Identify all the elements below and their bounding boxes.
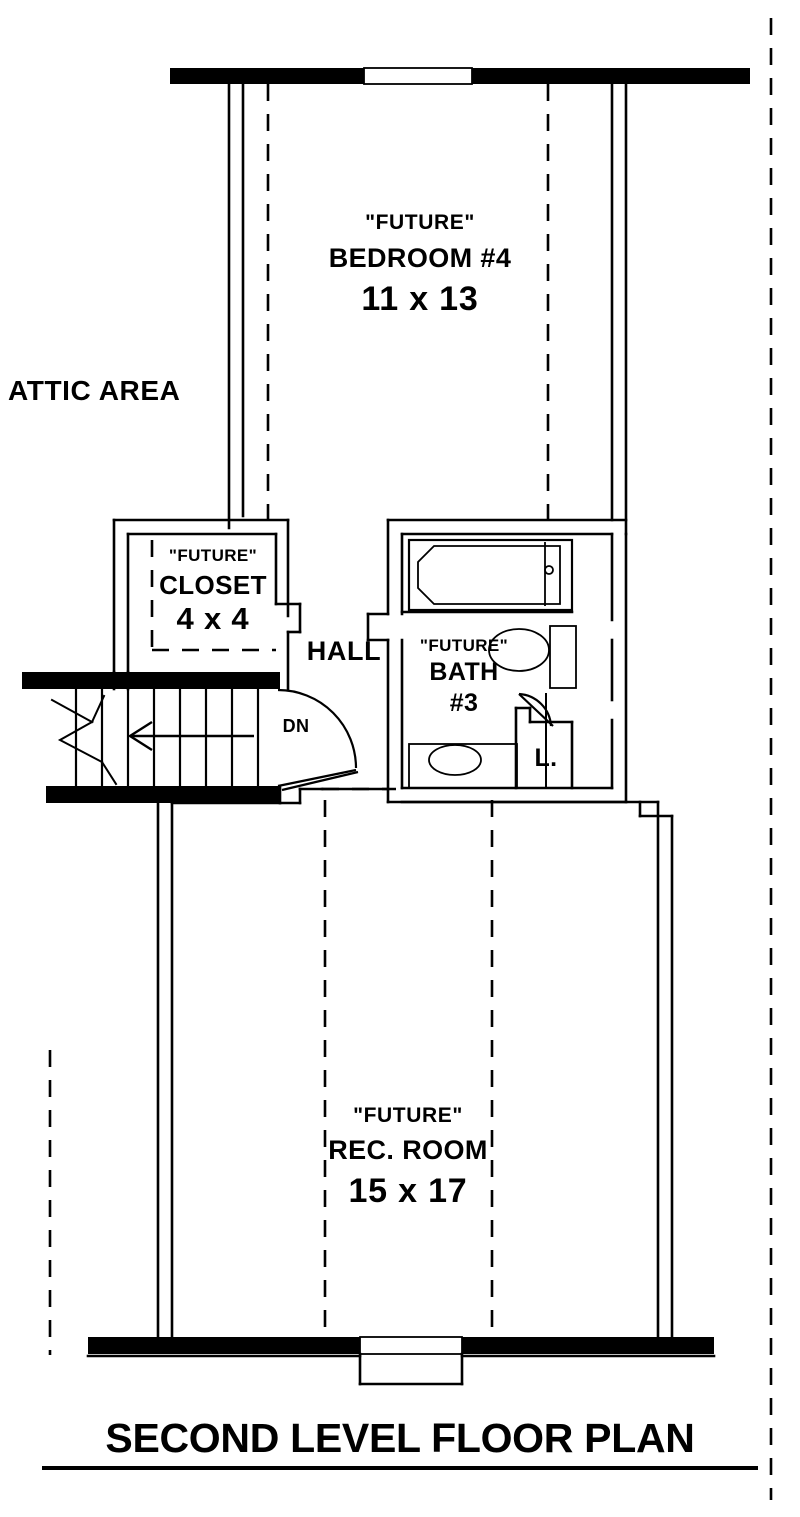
bath3-name-label: BATH xyxy=(429,658,499,686)
bath-sink-fixture xyxy=(488,625,577,689)
linen-closet-door xyxy=(518,692,554,727)
bath3-number-label: #3 xyxy=(449,689,479,717)
bedroom4-qualifier-label: "FUTURE" xyxy=(365,211,475,234)
top-exterior-wall xyxy=(170,67,750,85)
stair-break-line xyxy=(50,694,118,786)
bath3-qualifier-label: "FUTURE" xyxy=(419,636,509,655)
attic-area-label: ATTIC AREA xyxy=(8,375,181,406)
stair-direction-arrow xyxy=(127,720,254,752)
bath-fixture-divider xyxy=(400,539,574,614)
recroom-interior-dashed-lines xyxy=(323,800,494,1340)
stair-treads xyxy=(74,689,260,786)
bedroom4-dimensions-label: 11 x 13 xyxy=(361,280,479,318)
bedroom4-name-label: BEDROOM #4 xyxy=(328,243,512,273)
closet-dashed-outline xyxy=(150,540,276,652)
bottom-bay-projection xyxy=(86,1352,716,1386)
recroom-dimensions-label: 15 x 17 xyxy=(348,1172,468,1210)
recroom-qualifier-label: "FUTURE" xyxy=(353,1104,463,1127)
closet-qualifier-label: "FUTURE" xyxy=(168,546,258,565)
closet-enclosure-walls xyxy=(112,518,302,692)
stair-door-jamb xyxy=(262,672,324,805)
title-underline-rule xyxy=(42,1466,758,1470)
bedroom4-left-wall xyxy=(227,82,245,530)
stair-top-wall xyxy=(22,672,278,689)
recroom-name-label: REC. ROOM xyxy=(328,1135,488,1165)
stair-door-swing xyxy=(277,688,359,792)
bottom-exterior-wall xyxy=(88,1336,714,1355)
bathtub-fixture xyxy=(407,538,574,612)
linen-closet-label: L. xyxy=(534,744,558,772)
closet-name-label: CLOSET xyxy=(159,570,267,600)
page-title: SECOND LEVEL FLOOR PLAN xyxy=(105,1415,695,1461)
closet-dimensions-label: 4 x 4 xyxy=(176,601,250,636)
toilet-fixture xyxy=(408,743,518,789)
recroom-walls xyxy=(156,787,674,1342)
stair-outer-left-walls xyxy=(112,670,130,691)
stair-bottom-wall xyxy=(46,786,278,803)
stair-direction-label: DN xyxy=(282,716,310,736)
hall-bath-partition xyxy=(366,518,404,804)
bedroom4-right-wall xyxy=(610,82,628,536)
hall-label: HALL xyxy=(306,636,382,666)
